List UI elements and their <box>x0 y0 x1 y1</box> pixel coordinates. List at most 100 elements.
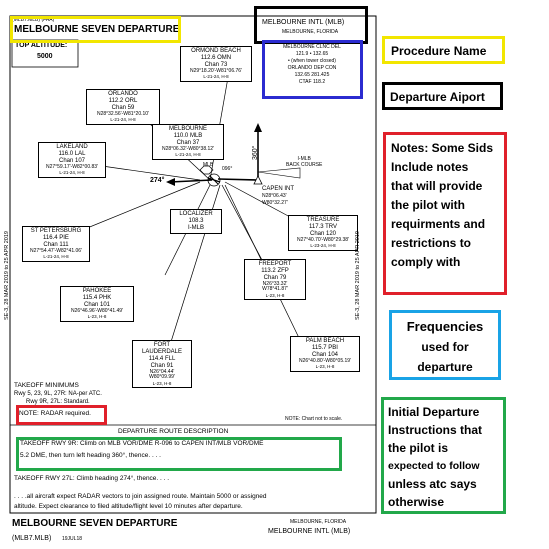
footer-date: 19JUL18 <box>62 536 83 542</box>
station-ormond: ORMOND BEACH 112.6 OMN Chan 73 N29°18.20… <box>180 46 252 82</box>
note-scale: NOTE: Chart not to scale. <box>285 416 343 422</box>
route-line-1: TAKEOFF RWY 9R: Climb on MLB VOR/DME R-0… <box>20 440 264 447</box>
station-coords: N28°06.32'-W80°38.12' <box>161 145 215 152</box>
station-charts: L-23-24, H-8 <box>310 243 336 249</box>
station-chan: Chan 91 <box>150 362 174 369</box>
station-charts: L-21-24, H-8 <box>203 74 229 80</box>
departure-chart: (MLB7.MLB) (FAA) MELBOURNE SEVEN DEPARTU… <box>4 15 377 542</box>
freq-line-2: 121.9 • 132.65 <box>295 51 329 57</box>
station-charts: L-21-24, H-8 <box>110 117 136 123</box>
freq-line-5: 132.65 281.425 <box>294 72 330 78</box>
station-charts: L-21-24, H-8 <box>59 170 85 176</box>
station-charts: L-21-24, H-8 <box>175 152 201 158</box>
legend-frequencies: Frequencies used for departure <box>389 310 501 380</box>
station-orlando: ORLANDO 112.2 ORL Chan 59 N28°32.56'-W81… <box>86 89 160 125</box>
frequency-list: MELBOURNE CLNC DEL 121.9 • 132.65 • (whe… <box>266 44 358 86</box>
station-chan: Chan 101 <box>83 301 111 308</box>
station-coords: N27°40.70'-W80°29.38' <box>296 236 350 243</box>
capen-coords-2: W80°32.27' <box>262 200 288 206</box>
station-treasure: TREASURE 117.3 TRV Chan 120 N27°40.70'-W… <box>288 215 358 251</box>
takeoff-minimums-line-1: Rwy 5, 23, 9L, 27R: NA-per ATC. <box>14 391 102 397</box>
footer-location: MELBOURNE, FLORIDA <box>290 519 347 525</box>
idi-line-3: the pilot is <box>388 441 448 455</box>
idi-line-1: Initial Departure <box>388 405 480 419</box>
route-line-3: TAKEOFF RWY 27L: Climb heading 274°, the… <box>14 475 170 482</box>
notes-line-1: Notes: Some Sids <box>391 141 494 155</box>
station-charts: L-23, H-8 <box>315 364 335 370</box>
lmlb-line-1: I-MLB <box>297 156 311 162</box>
airport-title: MELBOURNE INTL (MLB) <box>262 19 345 26</box>
freq-legend-line-3: departure <box>417 360 473 374</box>
legend-departure-airport-text: Departure Aiport <box>390 90 485 104</box>
route-title: DEPARTURE ROUTE DESCRIPTION <box>118 428 229 435</box>
airport-symbol <box>207 173 221 187</box>
station-coords: N26°04.44' <box>149 368 175 375</box>
notes-line-2-rest: notes <box>433 160 469 174</box>
station-coords: N27°54.47'-W82°41.06' <box>29 247 83 254</box>
header-code: (MLB7.MLB) (FAA) <box>12 17 55 23</box>
station-chan: Chan 37 <box>176 139 200 146</box>
notes-line-5: requirments and <box>391 217 486 231</box>
station-chan: Chan 73 <box>204 61 228 68</box>
route-ormond <box>209 65 231 181</box>
legend-procedure-name-text: Procedure Name <box>391 44 487 58</box>
highlight-departure-airport <box>254 6 368 44</box>
station-name: PAHOKEE <box>82 288 112 294</box>
station-freq: 112.2 ORL <box>108 97 138 104</box>
capen-name: CAPEN INT <box>262 186 295 192</box>
capen-triangle <box>253 175 263 185</box>
station-freq: 110.0 MLB <box>173 132 203 139</box>
station-charts: L-21-24, H-8 <box>43 254 69 260</box>
station-pahokee: PAHOKEE 115.4 PHK Chan 101 N26°46.96'-W8… <box>60 286 134 322</box>
takeoff-minimums-title: TAKEOFF MINIMUMS <box>14 382 79 389</box>
vor-symbol <box>199 165 214 175</box>
footer-procedure-name: MELBOURNE SEVEN DEPARTURE <box>12 518 178 529</box>
route-line-4: . . . .all aircraft expect RADAR vectors… <box>14 493 267 500</box>
note-radar: NOTE: RADAR required. <box>19 410 91 417</box>
capen-coords-1: N28°06.43' <box>262 193 287 199</box>
station-coords-2: W80°09.99' <box>149 374 175 381</box>
station-coords: N27°59.17'-W82°00.83' <box>45 163 99 170</box>
notes-line-4: the pilot with <box>391 198 465 212</box>
freq-line-6: CTAF 118.2 <box>298 79 326 85</box>
station-freq: 113.2 ZFP <box>261 267 289 274</box>
station-chan: Chan 120 <box>309 230 337 237</box>
station-freq: 117.3 TRV <box>308 223 338 230</box>
highlight-route <box>16 437 342 471</box>
station-charts: L-23, H-8 <box>87 314 107 320</box>
notes-line-2-bold: Include <box>391 160 434 174</box>
route-freeport <box>221 184 263 261</box>
station-name: ORLANDO <box>108 91 138 97</box>
station-freq: 112.6 OMN <box>200 54 232 61</box>
notes-line-7: comply with <box>391 255 461 269</box>
highlight-frequencies <box>262 40 363 99</box>
idi-line-4: expected to follow <box>388 460 480 472</box>
station-name: FREEPORT <box>258 261 292 267</box>
station-chan: Chan 111 <box>43 241 69 248</box>
station-chan: Chan 104 <box>311 351 339 358</box>
station-freq: 114.4 FLL <box>148 355 176 362</box>
freq-line-3: • (when tower closed) <box>288 58 336 64</box>
legend-departure-airport: Departure Aiport <box>382 82 503 110</box>
legend-procedure-name: Procedure Name <box>382 36 505 64</box>
station-chan: Chan 107 <box>58 157 86 164</box>
station-melbourne: MELBOURNE 110.0 MLB Chan 37 N28°06.32'-W… <box>152 124 224 160</box>
station-name: ST PETERSBURG <box>30 228 82 234</box>
freq-legend-line-1: Frequencies <box>406 319 484 334</box>
station-name: LOCALIZER <box>179 211 213 217</box>
idi-line-5: unless atc says <box>388 477 477 491</box>
heading-360-arrow <box>254 123 262 132</box>
footer-code: (MLB7.MLB) <box>12 535 52 542</box>
station-name: MELBOURNE <box>168 126 207 132</box>
station-chan: Chan 59 <box>111 104 135 111</box>
localizer-back-course: I-MLB BACK COURSE <box>286 156 322 168</box>
side-date-right: SE-3, 28 MAR 2019 to 25 APR 2019 <box>355 231 361 320</box>
top-altitude-label: TOP ALTITUDE: <box>15 42 68 49</box>
station-name: LAKELAND <box>56 144 88 150</box>
station-freq: 115.7 PBI <box>312 344 338 351</box>
station-coords: N28°32.56'-W81°20.10' <box>96 110 150 117</box>
heading-274-line <box>169 179 213 183</box>
idi-line-2: Instructions that <box>388 423 483 437</box>
route-stpete <box>69 181 201 236</box>
notes-line-3: that will provide <box>391 179 483 193</box>
